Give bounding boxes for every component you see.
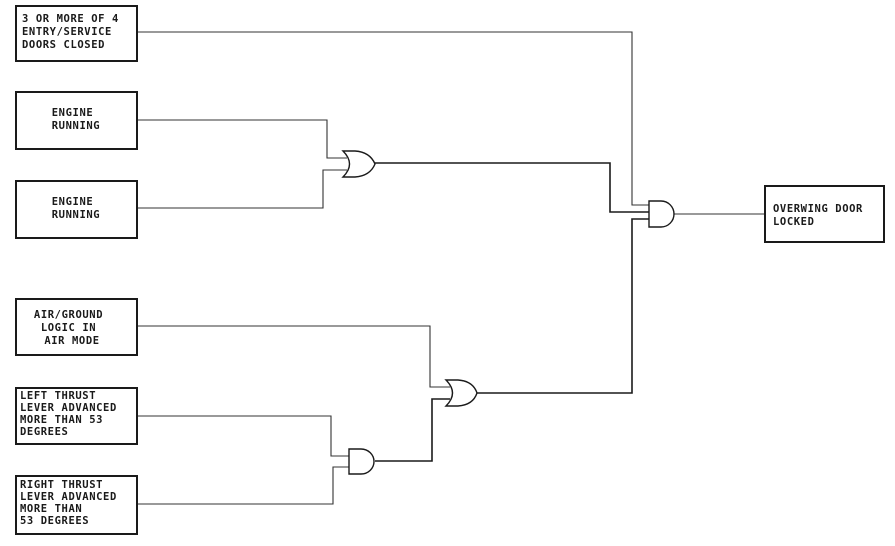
air-ground-label: AIR/GROUND LOGIC IN AIR MODE [34,309,110,347]
air-ground-box [15,298,138,356]
final-and-gate [648,200,675,228]
engine-or-gate [341,150,376,178]
doors-closed-box [15,5,138,62]
overwing-door-locked-box [764,185,885,243]
engine-running-2-label: ENGINE RUNNING [52,196,100,221]
wire-air-or-to-final-and [476,218,649,394]
wire-left-thrust-to-and [137,415,349,457]
wire-air-ground-to-or [137,325,450,388]
left-thrust-label: LEFT THRUST LEVER ADVANCED MORE THAN 53 … [20,390,124,438]
engine-running-1-box [15,91,138,150]
right-thrust-box [15,475,138,535]
wire-engine-or-to-final-and [375,162,649,213]
right-thrust-label: RIGHT THRUST LEVER ADVANCED MORE THAN 53… [20,479,124,527]
overwing-door-locked-label: OVERWING DOOR LOCKED [773,203,870,228]
air-or-gate [444,379,478,407]
wire-engine1-to-or [137,119,347,159]
left-thrust-box [15,387,138,445]
doors-closed-label: 3 OR MORE OF 4 ENTRY/SERVICE DOORS CLOSE… [22,13,126,51]
engine-running-2-box [15,180,138,239]
wire-doors-to-final-and [137,31,649,206]
wire-thrust-and-to-air-or [375,398,450,462]
engine-running-1-label: ENGINE RUNNING [52,107,100,132]
thrust-and-gate [348,448,375,475]
wire-engine2-to-or [137,169,347,209]
wire-right-thrust-to-and [137,466,349,505]
